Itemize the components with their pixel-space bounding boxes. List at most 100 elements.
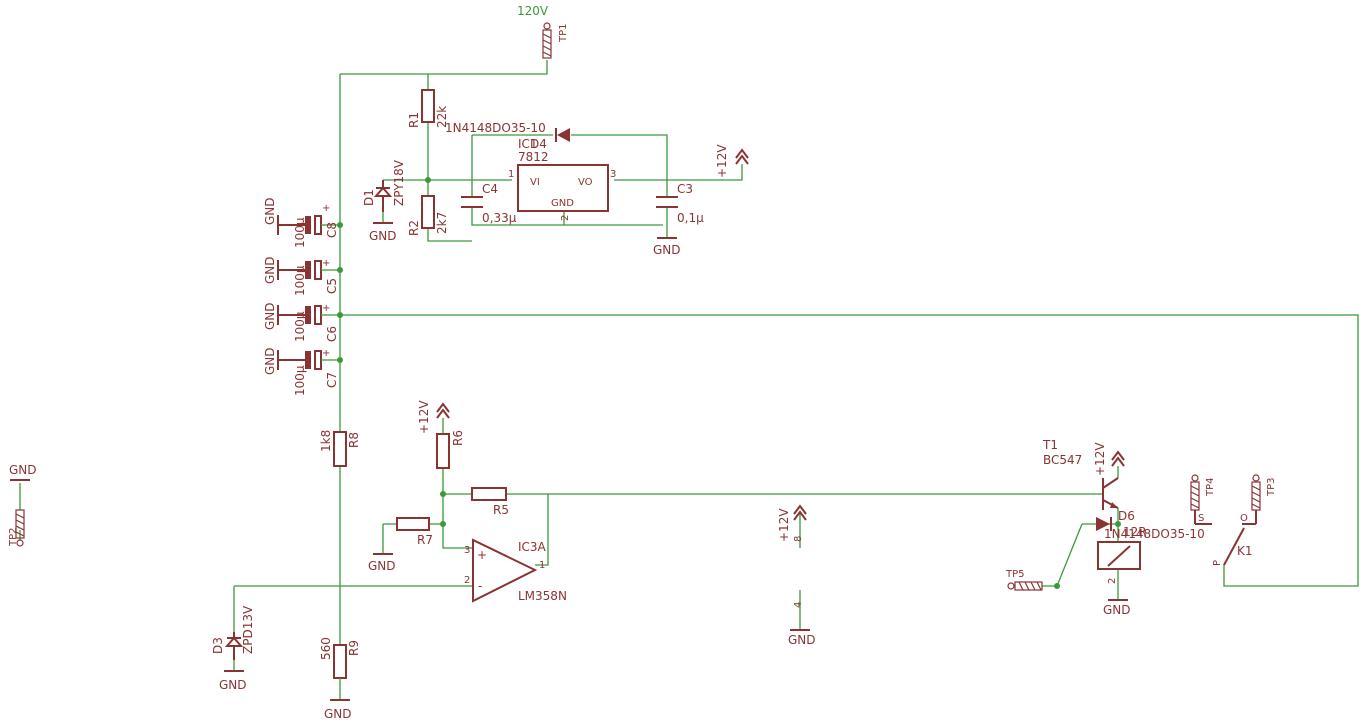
d6-value: 1N4148DO35-10 bbox=[1104, 527, 1205, 541]
c7-value: 100µ bbox=[293, 365, 307, 396]
coil-gnd: GND bbox=[1103, 603, 1131, 617]
regulator-ic1: IC1 7812 VI VO GND 1 3 2 bbox=[508, 137, 616, 221]
test-point-tp4: TP4 bbox=[1190, 474, 1216, 511]
r8-label: R8 bbox=[347, 432, 361, 448]
ic1-vi: VI bbox=[530, 177, 540, 188]
power-12v-label: +12V bbox=[777, 508, 791, 542]
coil-value: 12R bbox=[1123, 525, 1147, 539]
r7-label: R7 bbox=[417, 533, 433, 547]
coil-pin2: 2 bbox=[1107, 578, 1118, 584]
resistor-r6: +12V R6 bbox=[417, 400, 465, 469]
c6-label: C6 bbox=[325, 326, 339, 342]
d4-value: 1N4148DO35-10 bbox=[445, 121, 546, 135]
d4-label: D4 bbox=[530, 137, 547, 151]
test-point-tp3: TP3 bbox=[1251, 474, 1277, 511]
r6-supply-label: +12V bbox=[417, 400, 431, 434]
ic3a-pin3: 3 bbox=[464, 545, 470, 556]
tp5-label: TP5 bbox=[1005, 569, 1025, 580]
c7-gnd: GND bbox=[263, 347, 277, 375]
zener-d3: D3 ZPD13V GND bbox=[211, 605, 255, 692]
r6-label: R6 bbox=[451, 430, 465, 446]
c5-value: 100µ bbox=[293, 265, 307, 296]
resistor-r7: R7 GND bbox=[368, 517, 433, 573]
c3-label: C3 bbox=[677, 182, 693, 196]
c6-value: 100µ bbox=[293, 311, 307, 342]
ic3a-pin1: 1 bbox=[539, 560, 545, 571]
r8-value: 1k8 bbox=[319, 430, 333, 452]
c3-value: 0,1µ bbox=[677, 211, 704, 225]
resistor-r1: R1 22k bbox=[407, 89, 449, 128]
opamp-ic3a: + - 3 2 1 IC3A LM358N bbox=[464, 538, 567, 603]
zener-d1: D1 ZPY18V GND bbox=[362, 159, 406, 243]
tp2-label: TP2 bbox=[8, 527, 19, 547]
relay-contact-k1: S O P K1 bbox=[1194, 510, 1257, 566]
wires bbox=[19, 60, 1359, 645]
test-point-tp5: TP5 bbox=[1005, 569, 1043, 591]
c5-gnd: GND bbox=[263, 256, 277, 284]
t1-value: BC547 bbox=[1043, 453, 1082, 467]
ic3a-value: LM358N bbox=[518, 589, 567, 603]
c7-plus: + bbox=[322, 348, 330, 359]
ic3a-label: IC3A bbox=[518, 540, 547, 554]
ic1-gnd: GND bbox=[551, 198, 574, 209]
k1-label: K1 bbox=[1237, 544, 1253, 558]
capacitor-c8: + GND 100µ C8 bbox=[263, 197, 339, 248]
c8-gnd: GND bbox=[263, 197, 277, 225]
r1-value: 22k bbox=[435, 106, 449, 128]
power-gnd: GND bbox=[788, 633, 816, 647]
resistor-r9: 560 R9 GND bbox=[319, 637, 361, 721]
r1-label: R1 bbox=[407, 112, 421, 128]
power-pin4: 4 bbox=[793, 602, 804, 608]
d1-label: D1 bbox=[362, 189, 376, 206]
junctions bbox=[337, 177, 1121, 589]
capacitor-c5: + GND 100µ C5 bbox=[263, 256, 339, 296]
transistor-t1: T1 BC547 +12V bbox=[1042, 438, 1125, 510]
k1-o: O bbox=[1240, 513, 1248, 524]
resistor-r2: R2 2k7 bbox=[407, 195, 449, 236]
resistor-r5: R5 bbox=[471, 487, 509, 517]
ic1-pin2: 2 bbox=[560, 215, 571, 221]
k1-s: S bbox=[1198, 513, 1204, 524]
c8-value: 100µ bbox=[293, 217, 307, 248]
c8-label: C8 bbox=[325, 222, 339, 238]
c4-value: 0,33µ bbox=[482, 211, 517, 225]
d3-value: ZPD13V bbox=[241, 605, 255, 654]
relay-coil-k1: 12R 2 GND bbox=[1097, 525, 1147, 617]
test-point-tp2: GND TP2 bbox=[8, 463, 37, 547]
capacitor-c7: + GND 100µ C7 bbox=[263, 347, 339, 396]
r9-label: R9 bbox=[347, 640, 361, 656]
capacitor-c4: C4 0,33µ bbox=[461, 182, 517, 225]
k1-p: P bbox=[1212, 560, 1223, 566]
c8-plus: + bbox=[322, 203, 330, 214]
opamp-power-pins: +12V 8 4 GND bbox=[777, 504, 816, 647]
tp4-label: TP4 bbox=[1205, 477, 1216, 497]
test-point-tp1: TP1 bbox=[542, 22, 569, 59]
supply-12v-top: +12V bbox=[715, 144, 749, 178]
ic1-vo: VO bbox=[578, 177, 593, 188]
diode-d4: 1N4148DO35-10 D4 bbox=[445, 121, 570, 151]
r9-gnd: GND bbox=[324, 707, 352, 721]
c5-label: C5 bbox=[325, 278, 339, 294]
ic3a-minus: - bbox=[478, 579, 482, 593]
c7-label: C7 bbox=[325, 372, 339, 388]
d6-label: D6 bbox=[1118, 509, 1135, 523]
d1-value: ZPY18V bbox=[392, 159, 406, 206]
supply-12v-top-label: +12V bbox=[715, 144, 729, 178]
ic1-pin3: 3 bbox=[610, 169, 616, 180]
r2-label: R2 bbox=[407, 220, 421, 236]
c4-label: C4 bbox=[482, 182, 498, 196]
ic1-pin1: 1 bbox=[508, 169, 514, 180]
capacitor-c3: C3 0,1µ GND bbox=[653, 182, 704, 257]
tp3-label: TP3 bbox=[1266, 477, 1277, 497]
t1-supply: +12V bbox=[1093, 442, 1107, 476]
ic1-value: 7812 bbox=[518, 150, 549, 164]
r2-value: 2k7 bbox=[435, 212, 449, 234]
tp2-gnd: GND bbox=[9, 463, 37, 477]
capacitor-c6: + GND 100µ C6 bbox=[263, 302, 339, 342]
ic3a-plus: + bbox=[477, 548, 487, 562]
d1-gnd: GND bbox=[369, 229, 397, 243]
resistor-r8: 1k8 R8 bbox=[319, 430, 361, 467]
diode-d6: D6 1N4148DO35-10 bbox=[1096, 509, 1205, 541]
power-pin8: 8 bbox=[793, 536, 804, 542]
